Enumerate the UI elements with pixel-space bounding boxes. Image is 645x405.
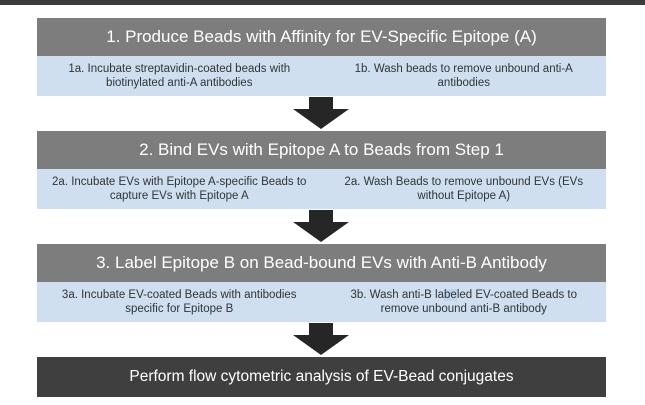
step-3b-text-part2: led EV-coated Beads to remove unbound an… (380, 289, 578, 315)
step-3b-text-part1: 3b. Wash anti-B la (350, 289, 445, 301)
step-2a-text: 2a. Incubate EVs with Epitope A-specific… (52, 176, 307, 202)
step-2-header: 2. Bind EVs with Epitope A to Beads from… (37, 131, 606, 169)
step-3b-text: 3b. Wash anti-B labeled EV-coated Beads … (322, 282, 607, 322)
step-2b-text: 2a. Wash Beads to remove unbound EVs (EV… (344, 176, 584, 202)
text-selection-highlight: be (444, 289, 457, 301)
final-step-box: Perform flow cytometric analysis of EV-B… (37, 357, 606, 397)
step-3-title: 3. Label Epitope B on Bead-bound EVs wit… (96, 253, 547, 272)
final-step-title: Perform flow cytometric analysis of EV-B… (129, 368, 514, 385)
step-1-substeps: 1a. Incubate streptavidin-coated beads w… (37, 56, 606, 96)
down-arrow-icon (293, 97, 349, 129)
step-1b-text: 1b. Wash beads to remove unbound anti-A … (354, 63, 573, 89)
step-1-header: 1. Produce Beads with Affinity for EV-Sp… (37, 18, 606, 56)
step-2-substeps: 2a. Incubate EVs with Epitope A-specific… (37, 169, 606, 209)
down-arrow-icon (293, 323, 349, 355)
step-2-title: 2. Bind EVs with Epitope A to Beads from… (139, 140, 504, 159)
step-3-substeps: 3a. Incubate EV-coated Beads with antibo… (37, 282, 606, 322)
step-1-title: 1. Produce Beads with Affinity for EV-Sp… (106, 27, 537, 46)
down-arrow-icon (293, 210, 349, 242)
top-border (0, 0, 645, 5)
step-3a-text: 3a. Incubate EV-coated Beads with antibo… (61, 289, 297, 315)
step-3-header: 3. Label Epitope B on Bead-bound EVs wit… (37, 244, 606, 282)
step-1a-text: 1a. Incubate streptavidin-coated beads w… (68, 63, 291, 89)
